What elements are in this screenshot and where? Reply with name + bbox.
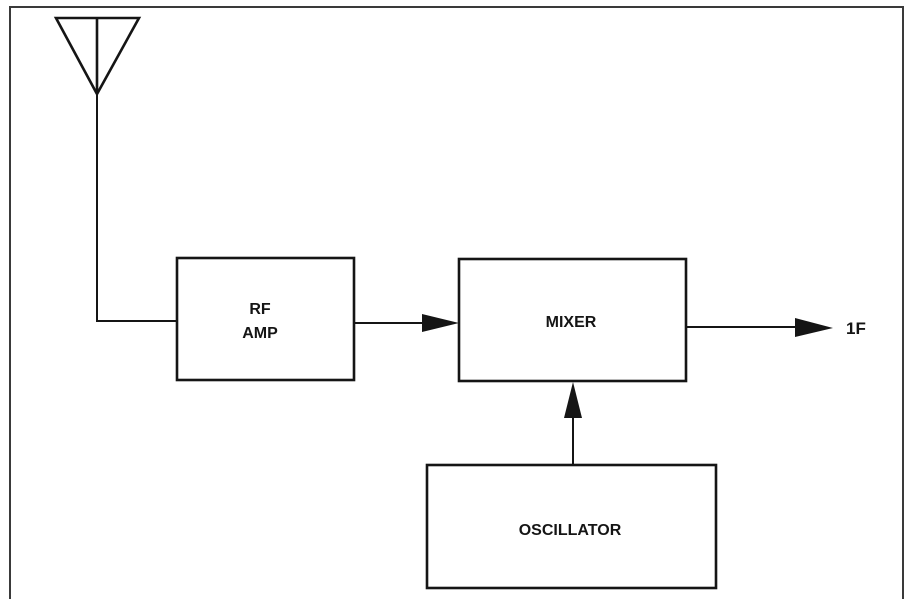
mixer-output-arrow xyxy=(686,318,833,337)
rf-amp-block: RF AMP xyxy=(175,256,356,382)
output-label: 1F xyxy=(846,319,866,338)
rf-amp-label-line1: RF xyxy=(249,301,271,318)
oscillator-block: OSCILLATOR xyxy=(425,463,718,590)
mixer-block: MIXER xyxy=(457,257,688,383)
oscillator-label: OSCILLATOR xyxy=(519,522,622,539)
antenna-feed-line xyxy=(96,94,177,322)
oscillator-to-mixer-arrow xyxy=(564,382,582,465)
diagram-border xyxy=(9,6,904,599)
rf-amp-label-line2: AMP xyxy=(242,325,278,342)
antenna-icon xyxy=(53,16,142,97)
mixer-label: MIXER xyxy=(546,314,597,331)
rf-amp-to-mixer-arrow xyxy=(354,314,459,332)
